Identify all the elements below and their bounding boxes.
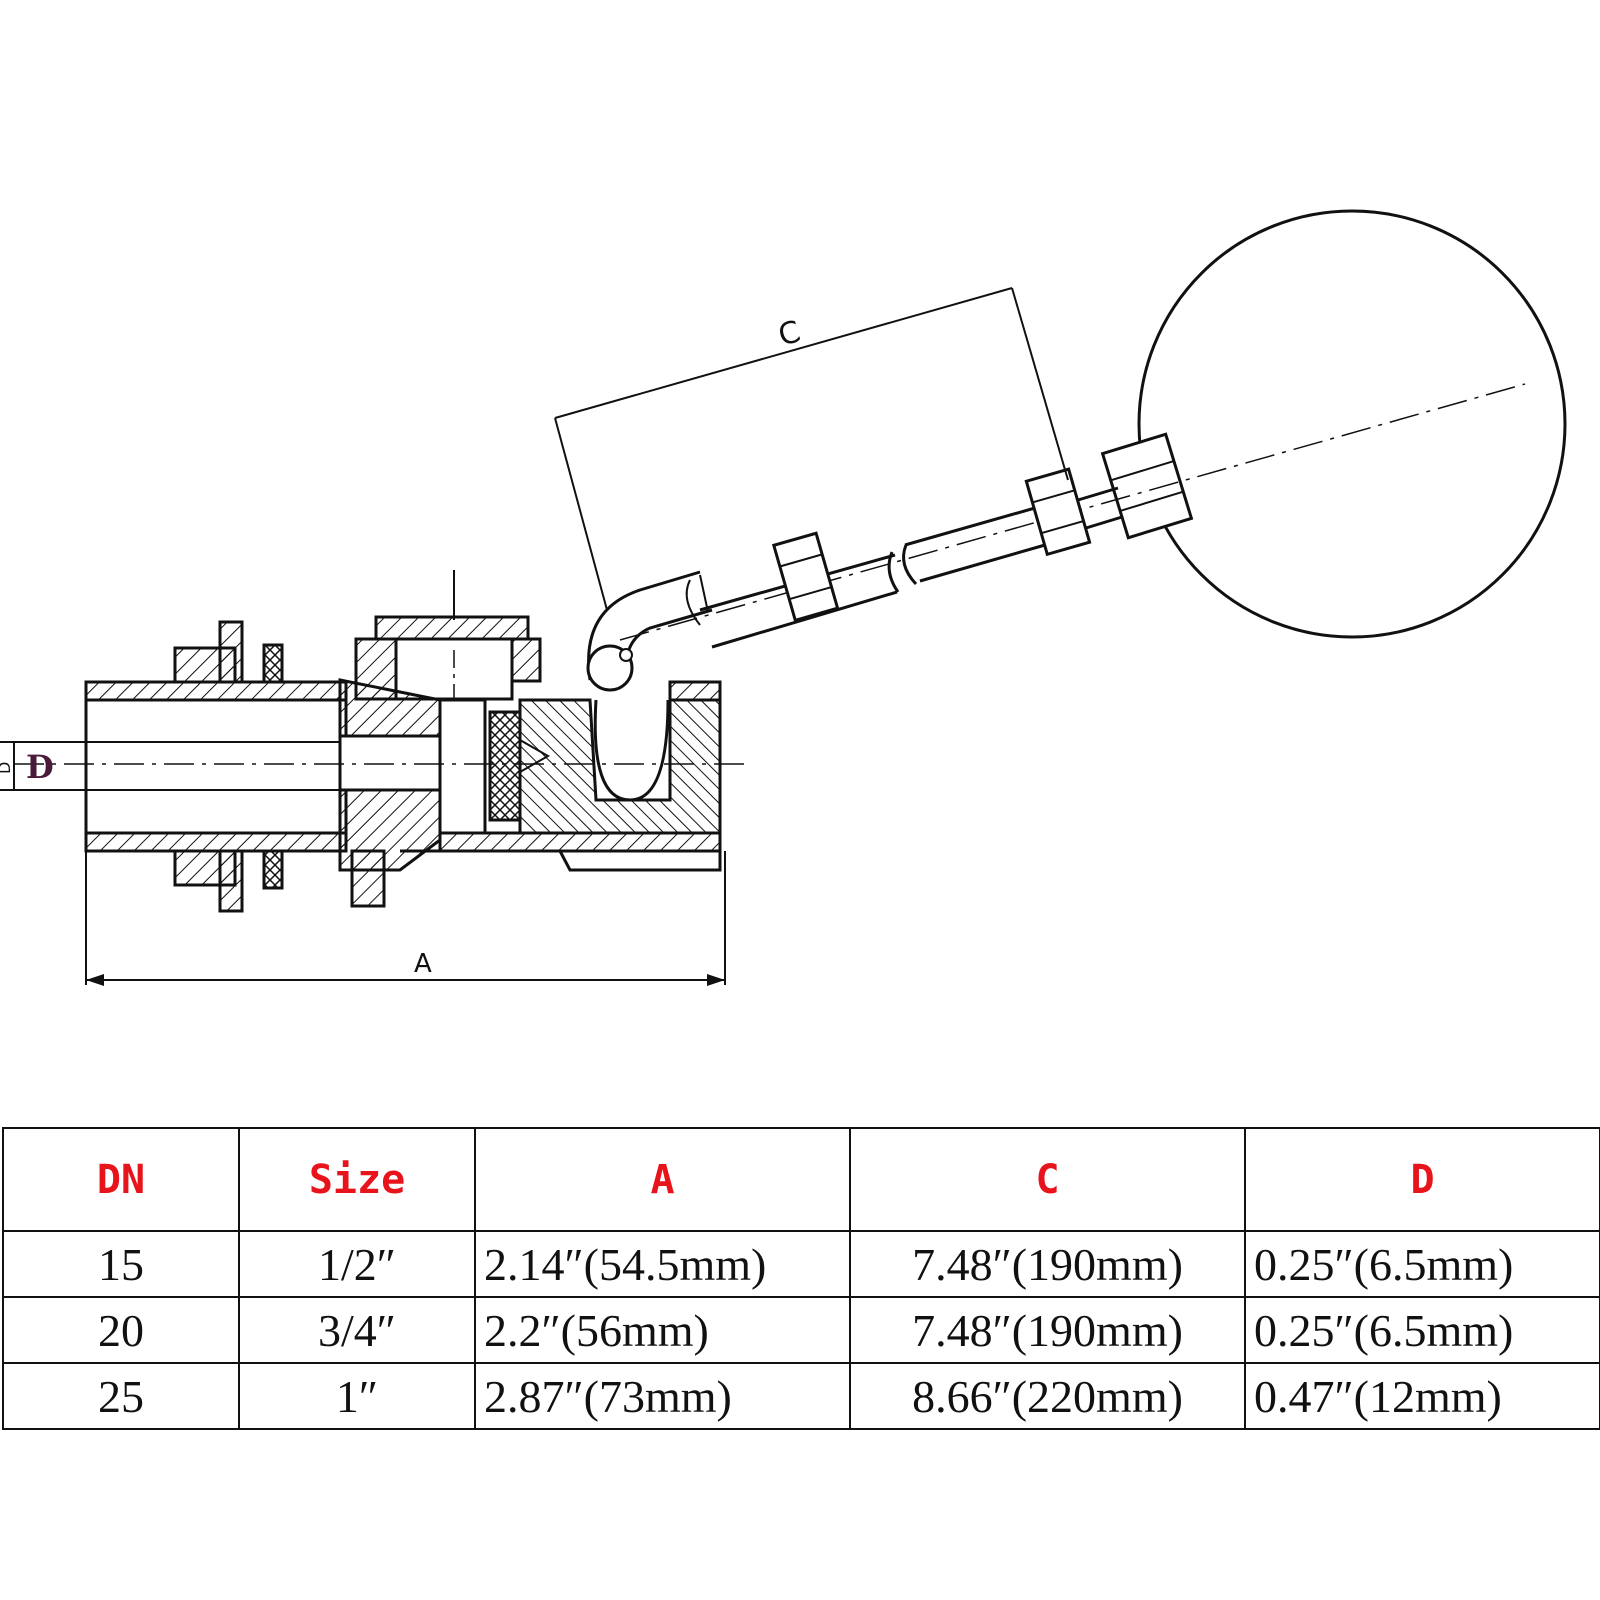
valve-outlet [354, 570, 542, 760]
lever-arm [586, 570, 713, 692]
spec-table: DN Size A C D 15 1/2″ 2.14″(54.5mm) 7.48… [2, 1127, 1600, 1430]
header-d: D [1244, 1127, 1600, 1232]
cell-a: 2.14″(54.5mm) [474, 1230, 851, 1298]
arm-hex-nut [771, 531, 840, 623]
cell-c: 7.48″(190mm) [849, 1296, 1246, 1364]
ball-hex-nut [1100, 432, 1194, 540]
dimension-c-label: C [775, 314, 805, 353]
cell-a: 2.87″(73mm) [474, 1362, 851, 1430]
cell-size: 3/4″ [238, 1296, 476, 1364]
dimension-d-small-label: D [0, 762, 14, 774]
header-size: Size [238, 1127, 476, 1232]
header-dn: DN [2, 1127, 240, 1232]
table-row: 25 1″ 2.87″(73mm) 8.66″(220mm) 0.47″(12m… [2, 1362, 1600, 1430]
cell-d: 0.47″(12mm) [1244, 1362, 1600, 1430]
cell-dn: 25 [2, 1362, 240, 1430]
table-header-row: DN Size A C D [2, 1127, 1600, 1232]
mounting-nut [173, 620, 386, 913]
cell-size: 1/2″ [238, 1230, 476, 1298]
header-a: A [474, 1127, 851, 1232]
dimension-a: A [85, 851, 726, 986]
arm-hex-nut [1024, 467, 1092, 557]
cell-d: 0.25″(6.5mm) [1244, 1230, 1600, 1298]
cell-c: 7.48″(190mm) [849, 1230, 1246, 1298]
valve-body [84, 678, 722, 872]
header-c: C [849, 1127, 1246, 1232]
cell-d: 0.25″(6.5mm) [1244, 1296, 1600, 1364]
cell-dn: 20 [2, 1296, 240, 1364]
table-row: 20 3/4″ 2.2″(56mm) 7.48″(190mm) 0.25″(6.… [2, 1296, 1600, 1364]
dimension-d-label: D [26, 748, 54, 786]
float-ball [1137, 209, 1567, 639]
cell-size: 1″ [238, 1362, 476, 1430]
table-row: 15 1/2″ 2.14″(54.5mm) 7.48″(190mm) 0.25″… [2, 1230, 1600, 1298]
dimension-d: D D [0, 741, 340, 791]
cell-c: 8.66″(220mm) [849, 1362, 1246, 1430]
cell-dn: 15 [2, 1230, 240, 1298]
cell-a: 2.2″(56mm) [474, 1296, 851, 1364]
dimension-a-label: A [414, 949, 432, 979]
float-valve-drawing: C [0, 209, 1567, 986]
